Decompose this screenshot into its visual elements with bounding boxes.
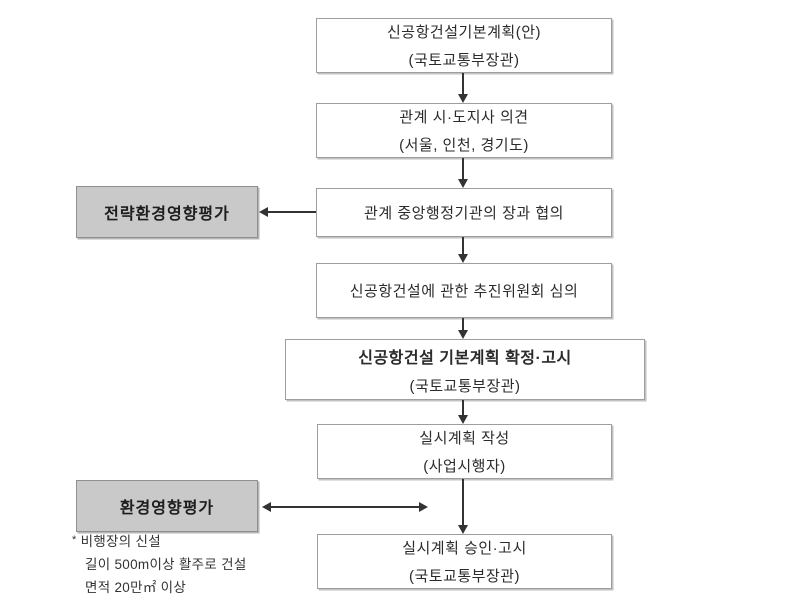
- box-implementation-plan-approval: 실시계획 승인·고시 (국토교통부장관): [317, 534, 612, 589]
- arrow-left-icon: [262, 502, 271, 512]
- box-central-agency-consult-title: 관계 중앙행정기관의 장과 협의: [364, 205, 564, 222]
- box-implementation-plan-approval-subtitle: (국토교통부장관): [408, 568, 521, 585]
- box-implementation-plan-draft: 실시계획 작성 (사업시행자): [317, 424, 612, 479]
- footnote-line-3: 면적 20만㎡ 이상: [85, 580, 187, 595]
- footnote-line-2: 길이 500m이상 활주로 건설: [85, 557, 247, 572]
- box-basic-plan-confirm-notice-subtitle: (국토교통부장관): [409, 377, 521, 395]
- arrow-down-icon: [458, 525, 468, 534]
- box-basic-plan-draft-subtitle: (국토교통부장관): [408, 52, 520, 69]
- box-mayor-governor-opinion-title: 관계 시·도지사 의견: [399, 109, 529, 126]
- box-committee-review-title: 신공항건설에 관한 추진위원회 심의: [349, 283, 579, 300]
- box-implementation-plan-draft-subtitle: (사업시행자): [423, 458, 506, 475]
- arrow-down-icon: [458, 415, 468, 424]
- footnote-line-1: *비행장의 신설: [72, 534, 161, 549]
- arrow-right-icon: [419, 502, 428, 512]
- box-implementation-plan-approval-title: 실시계획 승인·고시: [402, 540, 527, 557]
- box-env-assessment: 환경영향평가: [76, 480, 258, 532]
- box-strategic-env-assessment: 전략환경영향평가: [76, 186, 258, 238]
- arrow-left-icon: [259, 207, 268, 217]
- arrow-down-icon: [458, 94, 468, 103]
- box-central-agency-consult: 관계 중앙행정기관의 장과 협의: [316, 188, 612, 237]
- arrow-down-icon: [458, 254, 468, 263]
- box-basic-plan-draft-title: 신공항건설기본계획(안): [387, 24, 541, 41]
- box-env-assessment-label: 환경영향평가: [119, 500, 215, 517]
- arrow-down-icon: [458, 330, 468, 339]
- box-mayor-governor-opinion-subtitle: (서울, 인천, 경기도): [399, 137, 529, 154]
- box-basic-plan-confirm-notice-title: 신공항건설 기본계획 확정·고시: [358, 349, 572, 367]
- footnote: *비행장의 신설 길이 500m이상 활주로 건설 면적 20만㎡ 이상: [72, 529, 247, 599]
- box-basic-plan-confirm-notice: 신공항건설 기본계획 확정·고시 (국토교통부장관): [285, 339, 645, 400]
- box-implementation-plan-draft-title: 실시계획 작성: [419, 430, 510, 447]
- box-basic-plan-draft: 신공항건설기본계획(안) (국토교통부장관): [316, 18, 612, 73]
- box-strategic-env-assessment-label: 전략환경영향평가: [104, 206, 230, 223]
- box-mayor-governor-opinion: 관계 시·도지사 의견 (서울, 인천, 경기도): [316, 103, 612, 158]
- footnote-marker: *: [72, 534, 77, 546]
- arrow-down-icon: [458, 179, 468, 188]
- box-committee-review: 신공항건설에 관한 추진위원회 심의: [316, 263, 612, 318]
